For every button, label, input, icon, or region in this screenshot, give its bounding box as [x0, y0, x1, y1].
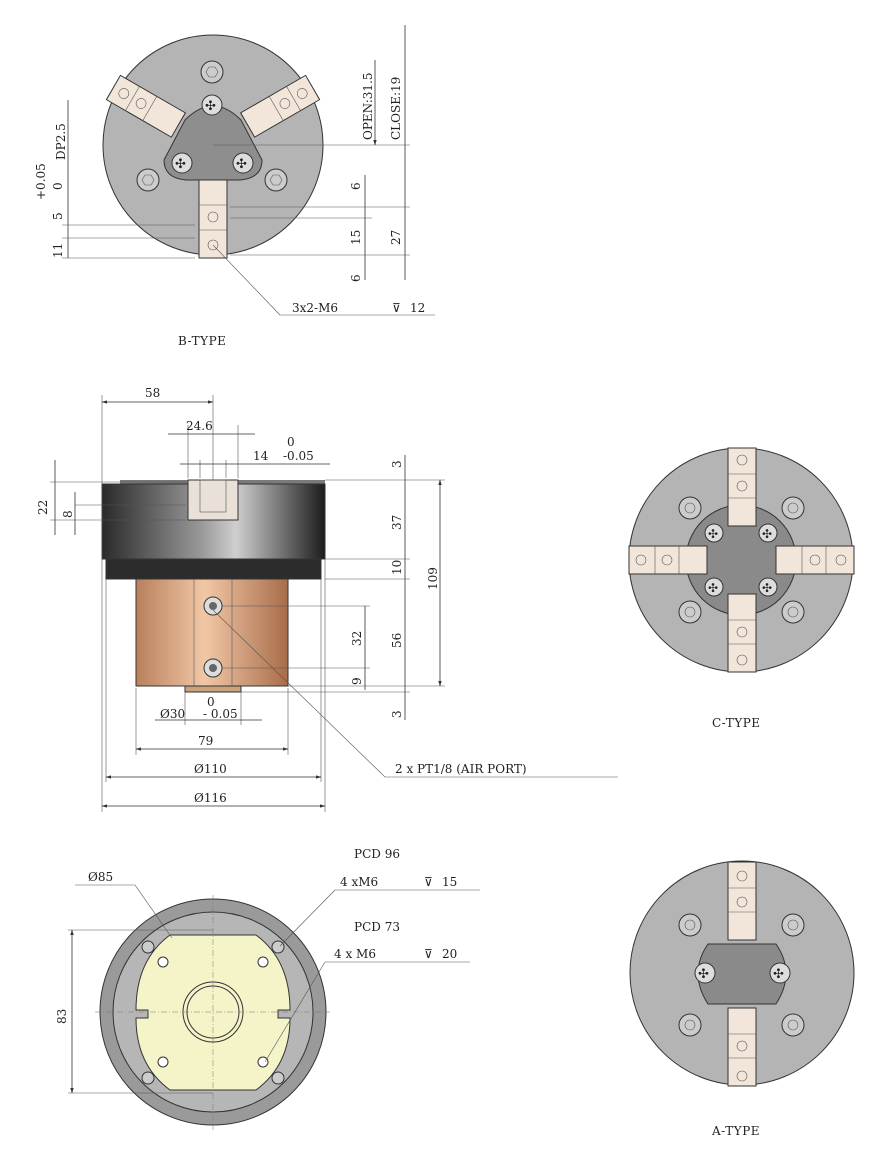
svg-text:✣: ✣: [762, 581, 772, 595]
bore-tol-label: - 0.05: [203, 707, 238, 721]
dim-56-label: 56: [390, 633, 404, 648]
dim-22-label: 22: [36, 500, 50, 515]
dim-110-label: Ø110: [194, 762, 227, 776]
tol-upper-label: +0.05: [34, 163, 48, 200]
dim-3-bottom-label: 3: [390, 710, 404, 718]
depth-symbol-icon: ⊽: [424, 875, 433, 889]
side-flange: [105, 558, 322, 580]
bottom-holes-pcd96: [141, 940, 285, 1085]
bottom-holes-pcd73: [157, 956, 269, 1068]
pcd96-label: PCD 96: [354, 847, 400, 861]
svg-text:✣: ✣: [762, 527, 772, 541]
dim-83-label: 83: [55, 1009, 69, 1024]
a-type-caption: A-TYPE: [711, 1124, 760, 1138]
svg-text:✣: ✣: [175, 157, 186, 172]
b-type-screws: ✣ ✣ ✣: [136, 60, 288, 192]
dp-label: DP2.5: [54, 123, 68, 160]
svg-text:✣: ✣: [708, 581, 718, 595]
a-type-view: ✣ ✣ A-TYPE: [629, 860, 855, 1138]
svg-text:✣: ✣: [236, 157, 247, 172]
depth15-label: 15: [442, 875, 457, 889]
dim-8-label: 8: [61, 510, 75, 518]
b-type-jaw-left: [105, 74, 187, 138]
side-view: [50, 395, 618, 812]
dim-109-label: 109: [426, 567, 440, 590]
c-type-caption: C-TYPE: [712, 716, 761, 730]
b-type-jaw-right: [239, 74, 321, 138]
svg-text:✣: ✣: [708, 527, 718, 541]
bottom-view: [68, 884, 480, 1130]
svg-text:✣: ✣: [698, 967, 709, 982]
dim-11-label: 11: [51, 243, 65, 258]
a-type-center-plate: [697, 943, 787, 1005]
dim-6-bottom-label: 6: [349, 274, 363, 282]
dim-85-label: Ø85: [88, 870, 113, 884]
dim-9-label: 9: [350, 677, 364, 685]
dim-5-label: 5: [51, 212, 65, 220]
depth-symbol-icon: ⊽: [392, 301, 401, 315]
tol-zero-label: 0: [51, 182, 65, 190]
bore-label: Ø30: [160, 707, 185, 721]
b-type-caption: B-TYPE: [178, 334, 226, 348]
depth20-label: 20: [442, 947, 457, 961]
c-type-view: ✣ ✣ ✣ ✣ C-TYPE: [628, 447, 855, 730]
side-jaw: [187, 479, 239, 521]
m6-b-label: 4 x M6: [334, 947, 376, 961]
b-type-view: ✣ ✣ ✣: [62, 25, 435, 316]
dim-116-label: Ø116: [194, 791, 227, 805]
side-boss: [184, 685, 242, 693]
tol-zero-top-label: 0: [287, 435, 295, 449]
dim-6-top-label: 6: [349, 182, 363, 190]
depth-label: 12: [410, 301, 425, 315]
bore-zero-label: 0: [207, 695, 215, 709]
depth-symbol-icon: ⊽: [424, 947, 433, 961]
dim-24-6-label: 24.6: [186, 419, 213, 433]
b-type-jaw-bottom: [198, 179, 228, 259]
dim-27-label: 27: [389, 230, 403, 245]
air-port-label: 2 x PT1/8 (AIR PORT): [395, 762, 527, 776]
pcd73-label: PCD 73: [354, 920, 400, 934]
b-type-labels: OPEN:31.5 CLOSE:19 DP2.5 +0.05 0 5 11 6 …: [34, 72, 425, 348]
bottom-view-labels: Ø85 PCD 96 4 xM6 ⊽ 15 PCD 73 4 x M6 ⊽ 20…: [55, 847, 457, 1024]
svg-text:✣: ✣: [773, 967, 784, 982]
dim-58-label: 58: [145, 386, 160, 400]
dim-79-label: 79: [198, 734, 213, 748]
dim-32-label: 32: [350, 631, 364, 646]
close-label: CLOSE:19: [389, 77, 403, 140]
c-type-screws: ✣ ✣ ✣ ✣: [678, 496, 805, 624]
thread-label: 3x2-M6: [292, 301, 338, 315]
tol-neg-label: -0.05: [283, 449, 314, 463]
svg-text:✣: ✣: [205, 99, 216, 114]
a-type-jaws: [727, 861, 757, 1087]
a-type-screws: ✣ ✣: [678, 913, 805, 1037]
dim-37-label: 37: [390, 515, 404, 530]
c-type-jaws: [628, 447, 855, 673]
dim-3-top-label: 3: [390, 460, 404, 468]
side-view-labels: 58 24.6 0 14 -0.05 22 8 3 37 10 109 56 3…: [36, 386, 527, 805]
dim-10-label: 10: [390, 560, 404, 575]
open-label: OPEN:31.5: [361, 72, 375, 140]
m6-a-label: 4 xM6: [340, 875, 378, 889]
dim-15-label: 15: [349, 230, 363, 245]
dim-14-label: 14: [253, 449, 269, 463]
